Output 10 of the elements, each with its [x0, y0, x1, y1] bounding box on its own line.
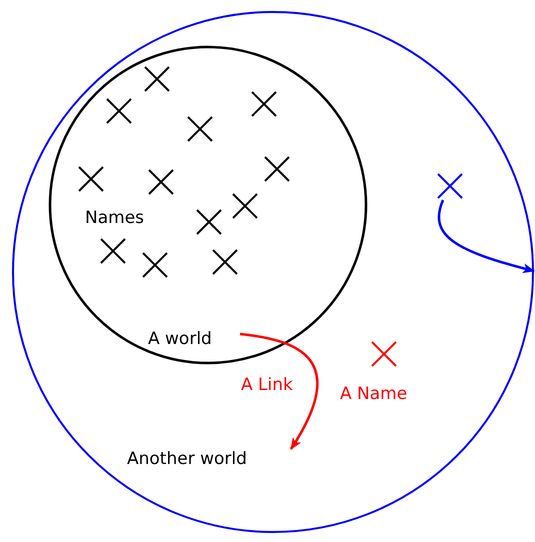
text-label: Another world	[127, 449, 285, 471]
name-label: A Name	[340, 384, 408, 404]
outer-circle	[12, 11, 534, 533]
cross-mark-icon	[371, 341, 397, 367]
group-label: Names	[85, 208, 144, 228]
world-circle	[49, 46, 367, 364]
arrow	[438, 200, 535, 274]
world-label: A world	[148, 329, 212, 349]
arrow	[240, 332, 318, 450]
cross-mark-icon	[437, 173, 463, 199]
